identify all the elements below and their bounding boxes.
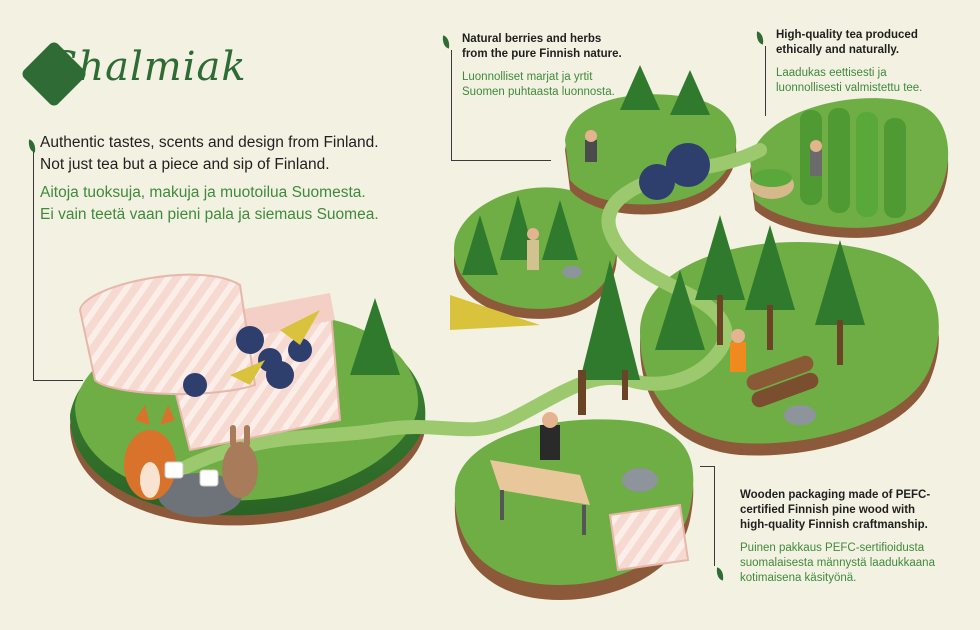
brand-logo: Shalmiak bbox=[20, 38, 246, 108]
berries-callout-line bbox=[451, 50, 452, 160]
main-text-block: Authentic tastes, scents and design from… bbox=[40, 132, 440, 226]
large-blueberries bbox=[639, 143, 710, 200]
rabbit bbox=[222, 425, 258, 498]
main-finnish-line-2: Ei vain teetä vaan pieni pala ja siemaus… bbox=[40, 206, 379, 223]
main-callout-line-horizontal bbox=[33, 380, 83, 381]
tea-callout-line bbox=[765, 46, 766, 116]
wood-callout-line bbox=[714, 466, 715, 566]
wood-english-line-3: high-quality Finnish craftmanship. bbox=[740, 519, 928, 531]
herb-collector bbox=[527, 228, 539, 270]
wood-finnish-line-1: Puinen pakkaus PEFC-sertifioidusta bbox=[740, 542, 925, 554]
main-callout-line bbox=[33, 150, 34, 380]
tea-cups bbox=[164, 461, 219, 487]
berries-note: Natural berries and herbs from the pure … bbox=[462, 32, 652, 100]
berries-finnish-line-1: Luonnolliset marjat ja yrtit bbox=[462, 71, 593, 83]
logs bbox=[746, 355, 819, 408]
wood-finnish-line-3: kotimaisena käsityönä. bbox=[740, 572, 857, 584]
berries-finnish-line-2: Suomen puhtaasta luonnosta. bbox=[462, 86, 615, 98]
berries-callout-line-horizontal bbox=[451, 160, 551, 161]
berries-english-line-1: Natural berries and herbs bbox=[462, 33, 602, 45]
tea-finnish-line-1: Laadukas eettisesti ja bbox=[776, 67, 887, 79]
main-english-line-2: Not just tea but a piece and sip of Finl… bbox=[40, 156, 330, 173]
path bbox=[173, 143, 767, 477]
wood-english-line-1: Wooden packaging made of PEFC- bbox=[740, 489, 931, 501]
tea-box bbox=[78, 273, 342, 452]
logo-text: Shalmiak bbox=[50, 44, 247, 90]
wood-callout-line-horizontal bbox=[700, 466, 714, 467]
pine-sprig bbox=[450, 295, 540, 330]
main-english-line-1: Authentic tastes, scents and design from… bbox=[40, 134, 379, 151]
tea-english-line-1: High-quality tea produced bbox=[776, 29, 918, 41]
tea-farmer bbox=[810, 140, 822, 176]
tea-note: High-quality tea produced ethically and … bbox=[776, 28, 956, 96]
tea-english-line-2: ethically and naturally. bbox=[776, 44, 900, 56]
wood-note: Wooden packaging made of PEFC- certified… bbox=[740, 488, 960, 586]
berries-english-line-2: from the pure Finnish nature. bbox=[462, 48, 622, 60]
small-tea-box bbox=[608, 503, 690, 572]
berry-picker bbox=[585, 130, 597, 162]
tea-finnish-line-2: luonnollisesti valmistettu tee. bbox=[776, 82, 923, 94]
wood-english-line-2: certified Finnish pine wood with bbox=[740, 504, 916, 516]
fox bbox=[124, 405, 176, 500]
wood-finnish-line-2: suomalaisesta männystä laadukkaana bbox=[740, 557, 935, 569]
workbench bbox=[490, 412, 590, 535]
rocks bbox=[158, 266, 816, 517]
lumberjack bbox=[730, 329, 746, 372]
main-finnish-line-1: Aitoja tuoksuja, makuja ja muotoilua Suo… bbox=[40, 184, 366, 201]
tree-trunks bbox=[578, 295, 843, 415]
